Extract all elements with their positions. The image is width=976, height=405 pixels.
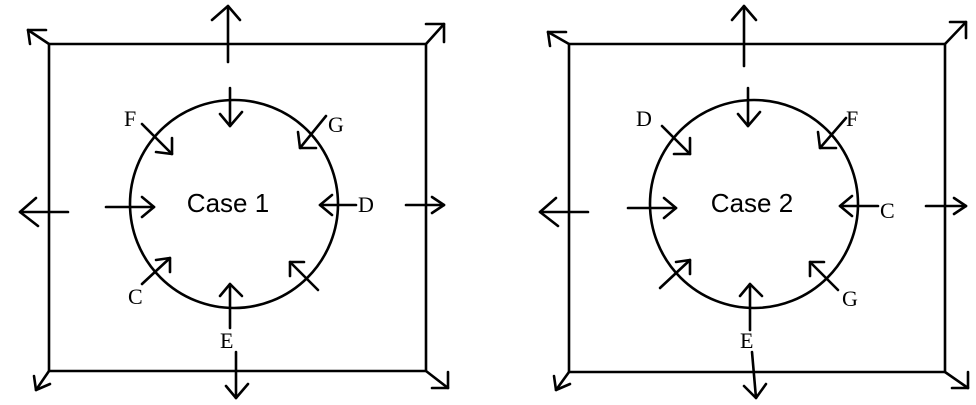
arrow-right-head: [430, 195, 446, 215]
arrow-corner-bl: [554, 370, 571, 392]
arrow-down-head: [742, 382, 768, 400]
arrow-up-head: [210, 4, 242, 22]
arrow-e-in-head: [218, 282, 244, 298]
arrow-corner-bl-head: [32, 374, 52, 392]
arrow-left-head: [18, 196, 40, 228]
arrow-c-in-head: [154, 256, 172, 274]
inner-circle: [648, 98, 860, 310]
arrow-corner-bl-head: [552, 374, 572, 392]
arrow-d-in-head: [672, 136, 692, 156]
outer-square: [567, 42, 947, 374]
arrow-corner-tl: [546, 30, 571, 46]
inner-arrows: [626, 86, 880, 332]
arrow-left-in-head: [140, 195, 156, 219]
arrow-left-head: [538, 196, 560, 228]
arrow-d-in-head: [318, 193, 334, 217]
arrow-c-in: [140, 256, 172, 286]
arrow-g-in-head: [808, 260, 826, 278]
label-d: D: [358, 192, 374, 217]
arrow-e-in-head: [738, 282, 764, 298]
arrow-corner-tr-head: [948, 20, 968, 40]
outer-arrows: [538, 4, 970, 400]
arrow-down: [750, 350, 758, 400]
arrow-g-in-head: [296, 130, 318, 150]
label-g: G: [328, 112, 344, 137]
arrow-top-in-head: [736, 110, 762, 128]
arrow-corner-bl: [34, 369, 51, 392]
label-c: C: [128, 284, 143, 309]
label-f: F: [124, 106, 136, 131]
arrow-right-head: [952, 196, 968, 216]
outer-arrows: [18, 4, 450, 400]
label-e: E: [220, 328, 233, 353]
label-d: D: [636, 106, 652, 131]
arrow-g-in: [298, 114, 328, 150]
arrow-corner-br: [943, 370, 970, 390]
arrow-corner-tr: [943, 20, 968, 46]
arrow-corner-tr-head: [424, 22, 446, 44]
arrow-bl-in-head: [674, 258, 692, 276]
arrow-down-head: [224, 382, 250, 400]
panel-title: Case 2: [711, 188, 793, 218]
arrow-corner-br-head: [950, 370, 970, 390]
label-f: F: [846, 106, 858, 131]
arrow-top-in-head: [218, 110, 244, 128]
arrow-br-in: [288, 260, 320, 292]
arrow-g-in: [808, 260, 840, 292]
arrow-corner-br: [424, 369, 450, 390]
panel-case-2: Case 2: [538, 4, 970, 400]
outer-square: [47, 42, 428, 373]
inner-arrows: [104, 86, 358, 330]
arrow-br-in-head: [288, 260, 306, 278]
arrow-bl-in: [658, 258, 692, 290]
arrow-left-in-head: [662, 196, 678, 220]
label-g: G: [842, 286, 858, 311]
arrow-corner-br-head: [430, 370, 450, 390]
arrow-corner-tl-head: [546, 30, 568, 48]
arrow-up-head: [730, 4, 758, 22]
arrow-f-in-head: [154, 136, 174, 156]
label-e: E: [740, 328, 753, 353]
panel-case-1: Case 1: [18, 4, 450, 400]
arrow-f-in-head: [816, 130, 838, 150]
label-c: C: [880, 198, 895, 223]
arrow-corner-tl: [26, 28, 51, 46]
arrow-corner-tr: [424, 22, 446, 46]
panel-title: Case 1: [187, 188, 269, 218]
arrow-f-in: [140, 122, 174, 156]
arrow-d-in: [660, 124, 692, 156]
arrow-f-in: [818, 116, 848, 150]
arrow-corner-tl-head: [26, 28, 48, 46]
arrow-c-in-head: [838, 194, 854, 218]
